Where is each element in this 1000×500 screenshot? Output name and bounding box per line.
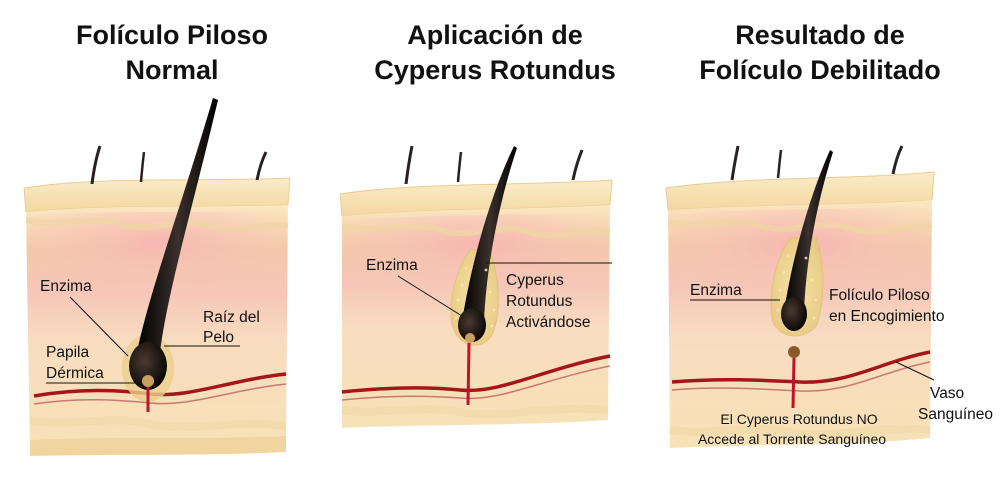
panel-3-title: Resultado de Folículo Debilitado xyxy=(670,18,970,88)
panel-3-title-line1: Resultado de xyxy=(735,20,905,50)
panel-1-root-label-line2: Pelo xyxy=(203,329,234,346)
panel-3-follicle-label-line2: en Encogimiento xyxy=(829,308,944,325)
panel-1-title-line1: Folículo Piloso xyxy=(75,20,268,50)
panel-2-title-line1: Aplicación de xyxy=(407,20,583,50)
panel-2-cyperus-label-line1: Cyperus xyxy=(506,272,564,289)
panel-1-papilla-label-line1: Papila xyxy=(46,344,89,361)
panel-2-cyperus-label-line2: Rotundus xyxy=(506,293,573,310)
panel-3-labels: Enzima Folículo Piloso en Encogimiento V… xyxy=(690,282,993,447)
panel-3-vessel-label-line1: Vaso xyxy=(930,385,964,402)
panel-3-follicle-label-line1: Folículo Piloso xyxy=(829,287,930,304)
panel-2-hair-follicle xyxy=(450,146,517,406)
panel-1-labels: Enzima Raíz del Pelo Papila Dérmica xyxy=(40,278,260,384)
panel-2-title-line2: Cyperus Rotundus xyxy=(374,55,616,85)
panel-1-title-line2: Normal xyxy=(125,55,219,85)
panel-3-vessel-label-line2: Sanguíneo xyxy=(918,406,993,423)
panel-2-enzyme-label: Enzima xyxy=(366,257,418,274)
panel-3-title-line2: Folículo Debilitado xyxy=(699,55,941,85)
panel-1-hair-follicle xyxy=(122,98,218,412)
panel-1-papilla-label-line2: Dérmica xyxy=(46,365,104,382)
panel-3-enzyme-label: Enzima xyxy=(690,282,742,299)
panel-2-title: Aplicación de Cyperus Rotundus xyxy=(345,18,645,88)
panel-1-enzyme-label: Enzima xyxy=(40,278,92,295)
panel-1-title: Folículo Piloso Normal xyxy=(22,18,322,88)
panel-1-root-label-line1: Raíz del xyxy=(203,309,260,326)
panel-3-hair-follicle xyxy=(770,150,833,409)
panel-2-labels: Enzima Cyperus Rotundus Activándose xyxy=(366,257,612,331)
panel-3-note-line2: Accede al Torrente Sanguíneo xyxy=(698,431,886,447)
panel-3-note-line1: El Cyperus Rotundus NO xyxy=(720,411,877,427)
panel-2-cyperus-label-line3: Activándose xyxy=(506,314,590,331)
